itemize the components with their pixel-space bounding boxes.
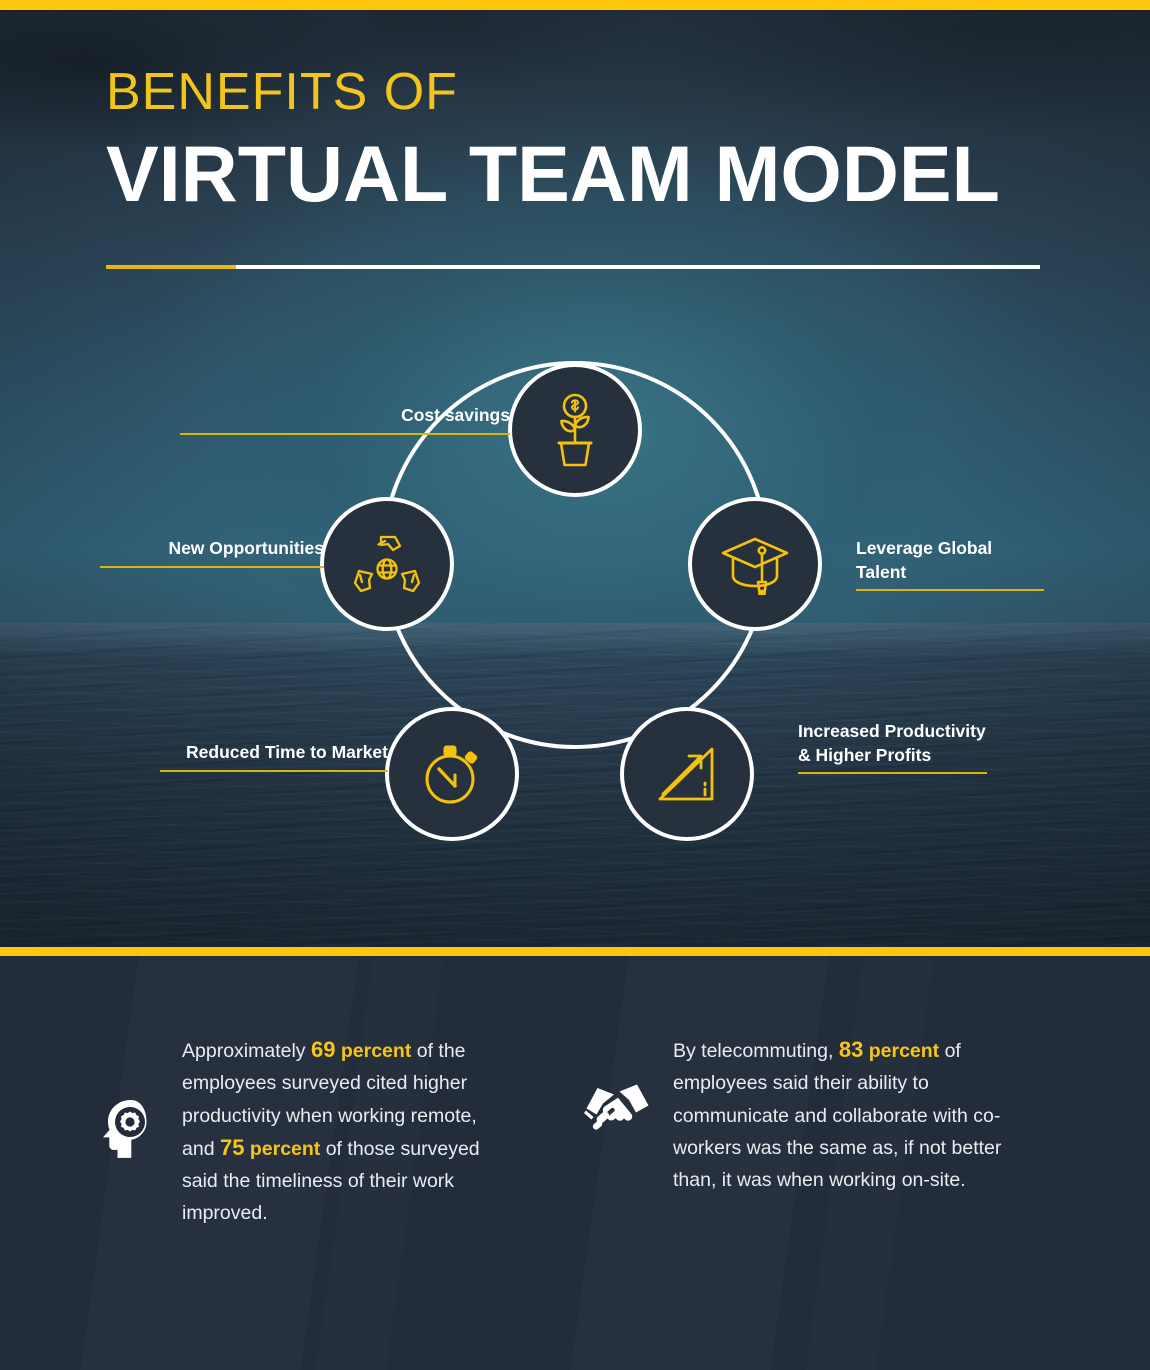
- stats-section: Approximately 69 percent of the employee…: [0, 956, 1150, 1370]
- label-cost-savings-text: Cost savings: [401, 405, 510, 425]
- stat1-bold1: percent: [335, 1040, 412, 1062]
- growth-chart-icon: [654, 743, 720, 805]
- page-title: VIRTUAL TEAM MODEL: [106, 128, 1000, 218]
- stat1-p2: of the employees surveyed cited higher p…: [182, 1040, 477, 1160]
- label-reduced-time-to-market-text: Reduced Time to Market: [186, 742, 388, 762]
- stat2-num1: 83: [838, 1037, 864, 1062]
- label-reduced-time-to-market-rule: [160, 769, 388, 772]
- label-increased-productivity-text: Increased Productivity & Higher Profits: [798, 721, 986, 765]
- top-accent-bar: [0, 0, 1150, 10]
- money-plant-icon: [547, 393, 603, 467]
- global-network-icon: [353, 531, 421, 597]
- graduation-cap-icon: [719, 533, 791, 595]
- label-cost-savings: Cost savings: [180, 404, 510, 435]
- cloud-overlay: [0, 10, 1150, 340]
- label-new-opportunities-text: New Opportunities: [168, 538, 324, 558]
- label-cost-savings-rule: [180, 432, 510, 435]
- stat1-num2: 75: [219, 1134, 245, 1160]
- node-new-opportunities[interactable]: [320, 497, 454, 631]
- benefits-diagram: Cost savings Leverage Global Talent: [0, 10, 1150, 947]
- handshake-icon: [583, 1082, 651, 1149]
- ocean-background: [0, 623, 1150, 947]
- stopwatch-icon: [420, 741, 484, 807]
- node-leverage-global-talent[interactable]: [688, 497, 822, 631]
- hero-section: [0, 10, 1150, 947]
- stat-communication-text: By telecommuting, 83 percent of employee…: [673, 1034, 1003, 1196]
- label-leverage-global-talent-text: Leverage Global Talent: [856, 538, 993, 582]
- stat1-num1: 69: [310, 1037, 336, 1062]
- stat2-p1: By telecommuting,: [673, 1040, 839, 1062]
- label-increased-productivity-rule: [798, 772, 987, 775]
- stat2-p2: of employees said their ability to commu…: [673, 1040, 1002, 1192]
- title-eyebrow: BENEFITS OF: [106, 63, 458, 121]
- title-divider: [106, 265, 1040, 269]
- stat1-bold2: percent: [244, 1137, 321, 1160]
- label-new-opportunities: New Opportunities: [100, 537, 324, 568]
- page-title-block: BENEFITS OF VIRTUAL TEAM MODEL: [106, 65, 1046, 218]
- label-leverage-global-talent-rule: [856, 589, 1044, 592]
- stat-productivity-text: Approximately 69 percent of the employee…: [182, 1034, 500, 1230]
- label-reduced-time-to-market: Reduced Time to Market: [160, 741, 388, 772]
- section-divider-bar: [0, 947, 1150, 956]
- label-new-opportunities-rule: [100, 565, 324, 568]
- node-cost-savings[interactable]: [508, 363, 642, 497]
- stat2-bold1: percent: [863, 1040, 940, 1062]
- title-divider-accent: [106, 265, 236, 269]
- node-reduced-time-to-market[interactable]: [385, 707, 519, 841]
- stat1-p1: Approximately: [182, 1040, 311, 1062]
- stat-communication: By telecommuting, 83 percent of employee…: [583, 1034, 1003, 1196]
- label-leverage-global-talent: Leverage Global Talent: [856, 537, 1044, 592]
- stat-productivity: Approximately 69 percent of the employee…: [100, 1034, 500, 1230]
- node-increased-productivity[interactable]: [620, 707, 754, 841]
- stat1-p3: of those surveyed said the timeliness of…: [182, 1137, 480, 1225]
- head-gear-icon: [100, 1098, 160, 1165]
- label-increased-productivity: Increased Productivity & Higher Profits: [798, 720, 987, 775]
